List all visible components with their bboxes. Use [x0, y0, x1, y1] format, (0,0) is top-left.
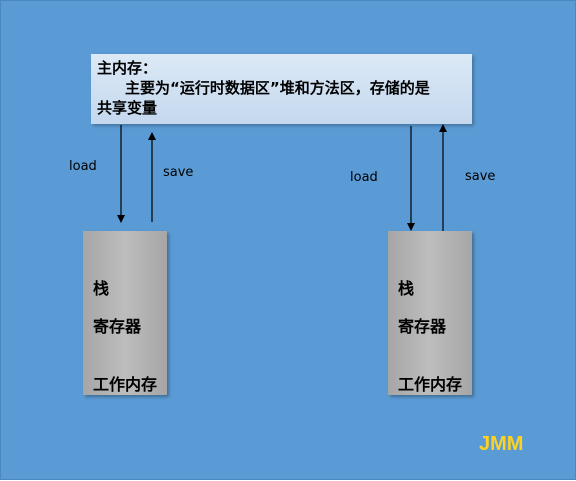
thread-2-working-memory-label: 工作内存	[398, 375, 463, 394]
save-label-2: save	[465, 169, 496, 184]
thread-1-working-memory: 栈 寄存器 工作内存	[83, 231, 167, 395]
load-label-2: load	[350, 170, 378, 185]
main-memory-description: 主要为“运行时数据区”堆和方法区，存储的是	[125, 79, 430, 97]
main-memory-description-cont: 共享变量	[97, 99, 158, 117]
main-memory-title: 主内存：	[97, 59, 158, 77]
thread-2-registers: 寄存器	[398, 317, 447, 336]
jmm-watermark: JMM	[479, 433, 524, 455]
main-memory-box: 主内存： 主要为“运行时数据区”堆和方法区，存储的是 共享变量	[91, 54, 472, 124]
thread-1-working-memory-label: 工作内存	[93, 375, 158, 394]
thread-1-stack: 栈	[93, 279, 110, 298]
thread-1-registers: 寄存器	[93, 317, 142, 336]
thread-2-stack: 栈	[398, 279, 415, 298]
save-label-1: save	[163, 165, 194, 180]
thread-2-working-memory: 栈 寄存器 工作内存	[388, 231, 472, 395]
load-label-1: load	[69, 159, 97, 174]
